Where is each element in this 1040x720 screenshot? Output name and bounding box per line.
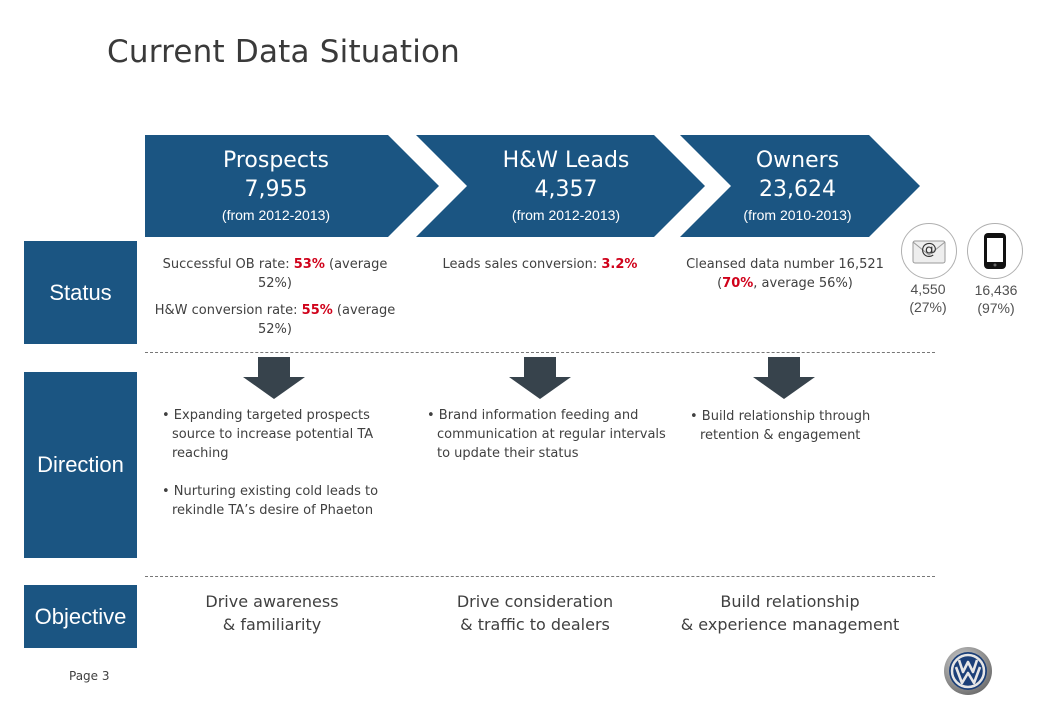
mobile-count-pct: (97%) [977,300,1015,316]
direction-prospects: • Expanding targeted prospects source to… [162,406,417,520]
ob-rate-label: Successful OB rate: [162,257,294,272]
ob-rate-average: (average 52%) [258,257,388,291]
stage-hw-leads: H&W Leads 4,357 (from 2012-2013) [416,135,706,237]
chevron-shape [145,135,439,237]
down-arrow-icon [243,357,305,399]
stage-prospects: Prospects 7,955 (from 2012-2013) [145,135,441,237]
objective-line: & experience management [680,615,900,634]
down-arrow-icon [753,357,815,399]
cleansed-average: , average 56%) [753,276,853,291]
stage-value: 4,357 [534,177,598,202]
hw-rate-value: 55% [301,303,333,318]
row-label-status: Status [24,241,137,344]
objective-line: Drive consideration [456,592,614,611]
stage-owners: Owners 23,624 (from 2010-2013) [680,135,922,237]
bullet-item: • Brand information feeding and communic… [427,408,666,461]
separator-direction [145,576,935,577]
stage-period: (from 2012-2013) [221,207,331,223]
stage-period: (from 2012-2013) [511,207,621,223]
mobile-phone-icon [984,233,1006,269]
hw-rate-label: H&W conversion rate: [154,303,302,318]
stage-value: 23,624 [759,177,836,202]
stage-name: Owners [755,148,840,173]
mobile-icon-circle [967,223,1023,279]
direction-leads: • Brand information feeding and communic… [427,406,672,463]
mobile-count: 16,436 (97%) [963,281,1029,317]
leads-conversion-value: 3.2% [601,257,638,272]
email-count-value: 4,550 [910,281,946,297]
email-icon: @ [912,239,946,264]
email-count-pct: (27%) [909,299,947,315]
svg-text:@: @ [921,239,937,258]
down-arrow-icon [509,357,571,399]
direction-owners: • Build relationship through retention &… [690,407,890,445]
objective-line: Build relationship [720,592,860,611]
status-leads: Leads sales conversion: 3.2% [420,255,660,274]
status-prospects: Successful OB rate: 53% (average 52%) H&… [150,255,400,339]
bullet-item: • Nurturing existing cold leads to rekin… [162,484,379,518]
page-number: Page 3 [69,669,110,683]
mobile-count-value: 16,436 [974,282,1018,298]
objective-leads: Drive consideration & traffic to dealers [430,590,640,636]
email-icon-circle: @ [901,223,957,279]
cleansed-data-label: Cleansed data number 16,521 [686,257,884,272]
objective-line: Drive awareness [205,592,339,611]
leads-conversion-label: Leads sales conversion: [442,257,602,272]
bullet-item: • Build relationship through retention &… [690,409,871,443]
objective-prospects: Drive awareness & familiarity [172,590,372,636]
email-count: 4,550 (27%) [895,280,961,316]
stage-name: Prospects [222,148,330,173]
ob-rate-value: 53% [293,257,325,272]
objective-line: & familiarity [222,615,322,634]
cleansed-rate-value: 70% [722,276,754,291]
volkswagen-logo [944,647,992,695]
chevron-shape [680,135,920,237]
stage-name: H&W Leads [502,148,630,173]
objective-owners: Build relationship & experience manageme… [670,590,910,636]
cleansed-open: ( [717,276,723,291]
chevron-shape [416,135,705,237]
page-title: Current Data Situation [107,34,461,70]
stage-period: (from 2010-2013) [743,207,852,223]
row-label-objective: Objective [24,585,137,648]
separator-status [145,352,935,353]
status-owners: Cleansed data number 16,521 (70%, averag… [680,255,890,293]
row-label-direction: Direction [24,372,137,558]
objective-line: & traffic to dealers [460,615,610,634]
bullet-item: • Expanding targeted prospects source to… [162,408,374,461]
hw-rate-average: (average 52%) [258,303,396,337]
stage-value: 7,955 [244,177,308,202]
